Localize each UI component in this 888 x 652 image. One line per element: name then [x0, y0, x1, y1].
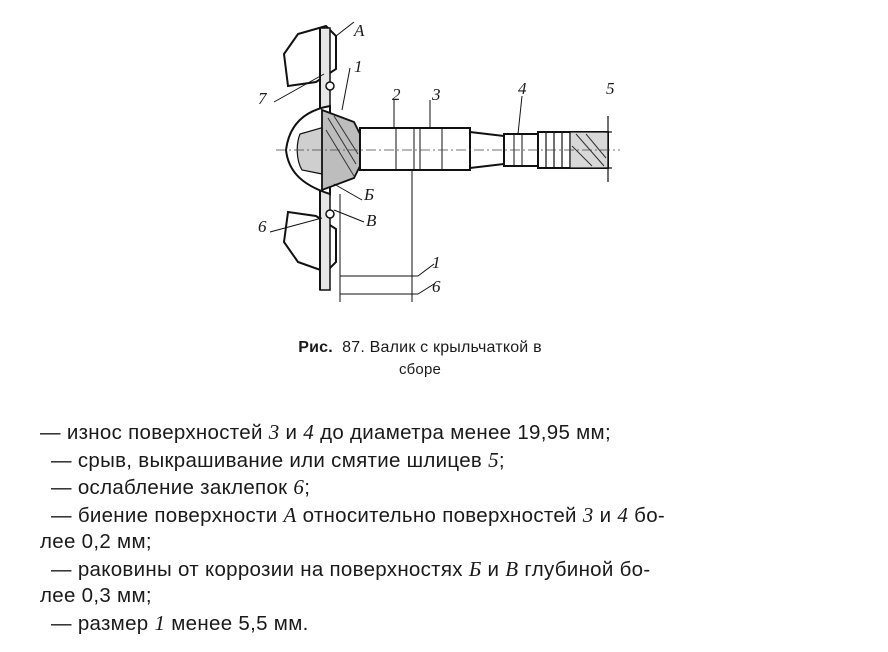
callout-1: 1 — [354, 57, 363, 76]
figure-caption: Рис. 87. Валик с крыльчаткой в сборе — [220, 337, 620, 381]
defect-item-2: — срыв, выкрашивание или смятие шлицев 5… — [51, 447, 505, 472]
caption-line-1: Рис. 87. Валик с крыльчаткой в — [220, 337, 620, 359]
callout-2: 2 — [392, 85, 401, 104]
defect-item-5: — раковины от коррозии на поверхностях Б… — [51, 556, 651, 581]
defect-item-6: — размер 1 менее 5,5 мм. — [51, 610, 309, 635]
callout-4: 4 — [518, 79, 527, 98]
callout-A: A — [353, 21, 365, 40]
callout-6: 6 — [258, 217, 267, 236]
figure-shaft-impeller: A 1 2 3 4 5 7 Б В 6 1 6 — [236, 14, 636, 314]
caption-fig-number: 87. — [342, 339, 366, 356]
callout-7: 7 — [258, 89, 268, 108]
caption-fig-label: Рис. — [298, 339, 333, 356]
callout-B: Б — [363, 185, 374, 204]
caption-line-2: сборе — [398, 361, 442, 378]
dimension-label-1: 1 — [432, 253, 441, 272]
callout-5: 5 — [606, 79, 615, 98]
defect-item-1: — износ поверхностей 3 и 4 до диаметра м… — [40, 420, 611, 444]
callout-3: 3 — [431, 85, 441, 104]
defect-item-4-continuation: лее 0,2 мм; — [40, 530, 152, 553]
dimension-label-6: 6 — [432, 277, 441, 296]
defect-item-4: — биение поверхности А относительно пове… — [51, 502, 666, 527]
defect-item-3: — ослабление заклепок 6; — [51, 475, 311, 499]
caption-title: Валик с крыльчаткой в — [369, 339, 542, 356]
callout-V: В — [366, 211, 377, 230]
shaft-impeller-drawing: A 1 2 3 4 5 7 Б В 6 1 6 — [258, 21, 620, 302]
defect-item-5-continuation: лее 0,3 мм; — [40, 584, 152, 607]
defect-list: — износ поверхностей 3 и 4 до диаметра м… — [40, 419, 840, 637]
